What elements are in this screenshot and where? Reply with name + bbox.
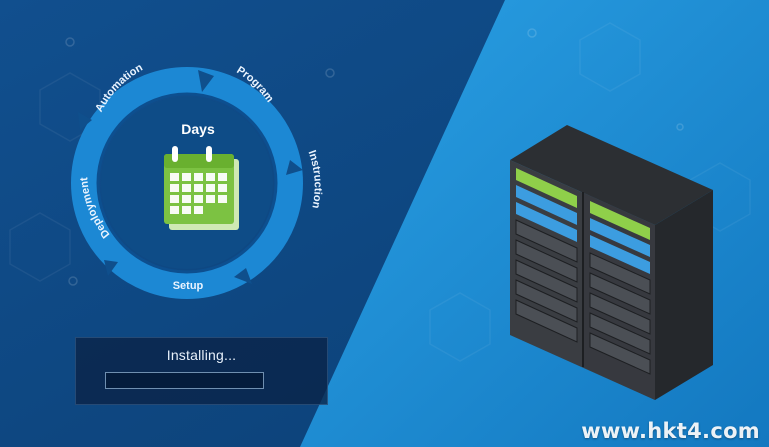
installer-status: Installing...: [166, 347, 237, 363]
watermark: www.hkt4.com: [581, 419, 760, 443]
center-label: Days: [181, 121, 215, 137]
background-dots: [65, 28, 684, 286]
installer-panel: Installing...: [75, 337, 328, 405]
stage-setup: Setup: [173, 280, 204, 292]
install-progress-bar: [105, 372, 264, 389]
background-hexagons: [9, 22, 751, 362]
calendar-icon: [164, 146, 239, 230]
server-rack-icon: [510, 125, 713, 400]
